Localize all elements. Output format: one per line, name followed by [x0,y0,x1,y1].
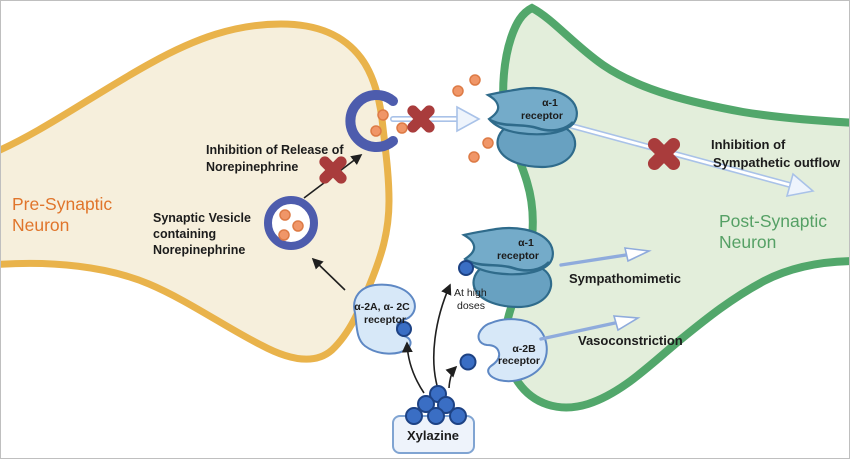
alpha2b-receptor [477,318,548,383]
pre-synaptic-label-line2: Neuron [12,215,69,235]
alpha2b-label-line2: receptor [498,355,540,367]
alpha1-top-label-line1: α-1 [542,97,558,109]
xylazine-label: Xylazine [407,428,459,443]
alpha1-lower-label-line2: receptor [497,250,539,262]
inhibition-outflow-label-line1: Inhibition of [711,137,786,152]
xylazine-molecule-dot [405,407,423,425]
inhibition-x-release [319,156,347,184]
alpha1-receptor-lower [461,226,554,309]
outflow-arrow [565,122,815,198]
at-high-doses-label-line1: At high [454,287,487,299]
norepinephrine-dot [370,125,382,137]
norepinephrine-dot [468,151,480,163]
release-site [345,90,398,152]
post-synaptic-label-line2: Neuron [719,232,776,252]
sympathomimetic-arrow [559,247,652,267]
xylazine-to-a1-arrow [433,283,452,390]
vesicle-label-line1: Synaptic Vesicle [153,211,251,225]
alpha2ac-label-line2: receptor [364,314,406,326]
norepinephrine-dot [292,220,304,232]
xylazine-high-dose-dot [458,260,474,276]
xylazine-molecule-dot [449,407,467,425]
sympathomimetic-label: Sympathomimetic [569,271,681,286]
xylazine-to-a2b-arrow [445,365,458,389]
pre-synaptic-neuron-body [1,20,393,363]
norepinephrine-dot [396,122,408,134]
xylazine-molecule-dot [437,396,455,414]
xylazine-bound-a2b-dot [459,353,477,371]
at-high-doses-label-line2: doses [457,300,485,312]
synaptic-vesicle [264,196,318,250]
norepinephrine-dot [278,229,290,241]
vasoconstriction-label: Vasoconstriction [578,333,683,348]
xylazine-bound-a2ac-dot [396,321,412,337]
pre-synaptic-label-line1: Pre-Synaptic [12,194,112,214]
alpha2b-label-line1: α-2B [512,343,536,355]
norepinephrine-dot [377,109,389,121]
xylazine-molecule-dot [427,407,445,425]
alpha2ac-label-line1: α-2A, α- 2C [354,301,410,313]
norepinephrine-dot [452,85,464,97]
vesicle-label-line3: Norepinephrine [153,243,245,257]
alpha1-lower-label-line1: α-1 [518,237,534,249]
norepinephrine-dot [469,74,481,86]
inhibition-outflow-label-line2: Sympathetic outflow [713,155,841,170]
alpha1-receptor-top [485,86,578,169]
inhibition-x-outflow [647,137,681,171]
xylazine-to-a2ac-arrow [401,341,425,394]
inhibition-release-label-line2: Norepinephrine [206,160,298,174]
vesicle-label-line2: containing [153,227,216,241]
post-synaptic-label-line1: Post-Synaptic [719,211,827,231]
vasoconstriction-arrow [539,315,641,341]
receptor-to-vesicle-arrow [311,257,346,291]
inhibition-x-cleft [407,105,435,133]
inhibition-release-label-line1: Inhibition of Release of [206,143,344,157]
norepinephrine-dot [482,137,494,149]
xylazine-molecule-dot [417,395,435,413]
alpha1-top-label-line2: receptor [521,110,563,122]
norepinephrine-dot [279,209,291,221]
